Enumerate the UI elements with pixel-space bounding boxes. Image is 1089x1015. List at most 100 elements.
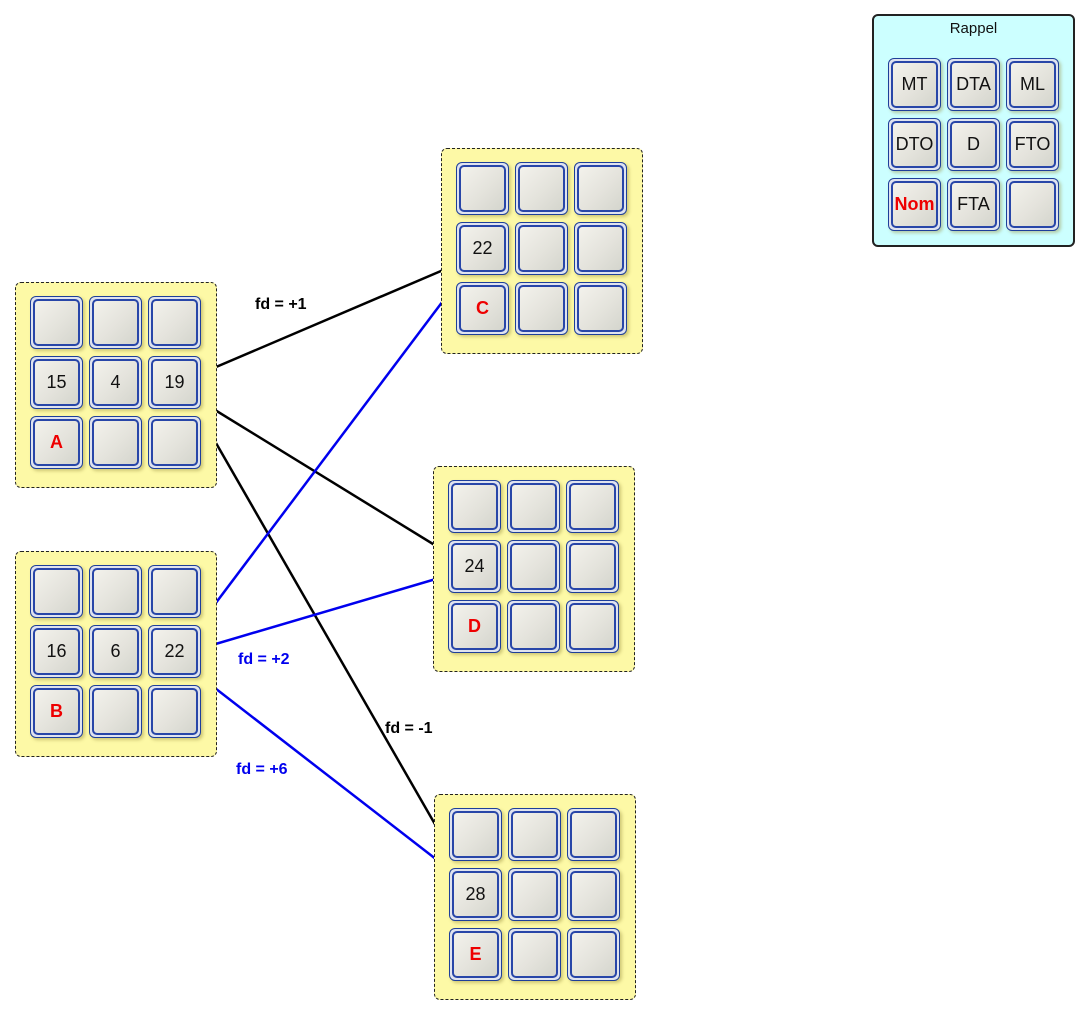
cell-nom[interactable]: E xyxy=(449,928,502,981)
cell-ml[interactable] xyxy=(567,808,620,861)
cell-value: 22 xyxy=(151,628,198,675)
cell-fto[interactable]: 19 xyxy=(148,356,201,409)
link-B-D xyxy=(201,573,447,650)
cell-mt[interactable] xyxy=(456,162,509,215)
cell-d[interactable]: D xyxy=(947,118,1000,171)
cell-nom[interactable]: B xyxy=(30,685,83,738)
cell-value: 19 xyxy=(151,359,198,406)
cell-dto[interactable]: 15 xyxy=(30,356,83,409)
cell-value xyxy=(511,811,558,858)
cell-value xyxy=(459,165,506,212)
cell-fto[interactable] xyxy=(574,222,627,275)
cell-value: DTA xyxy=(950,61,997,108)
cell-dto[interactable]: 24 xyxy=(448,540,501,593)
cell-nom[interactable]: C xyxy=(456,282,509,335)
link-A-D xyxy=(201,400,447,554)
cell-ml[interactable]: ML xyxy=(1006,58,1059,111)
cell-extra[interactable] xyxy=(1006,178,1059,231)
cell-fta[interactable]: FTA xyxy=(947,178,1000,231)
cell-dta[interactable] xyxy=(89,565,142,618)
cell-value: B xyxy=(33,688,80,735)
cell-d[interactable] xyxy=(515,222,568,275)
cell-value xyxy=(570,811,617,858)
cell-ml[interactable] xyxy=(148,565,201,618)
cell-value xyxy=(518,285,565,332)
cell-value: D xyxy=(451,603,498,650)
cell-dto[interactable]: 16 xyxy=(30,625,83,678)
cell-extra[interactable] xyxy=(574,282,627,335)
cell-dta[interactable] xyxy=(507,480,560,533)
cell-fta[interactable] xyxy=(507,600,560,653)
cell-value: D xyxy=(950,121,997,168)
cell-ml[interactable] xyxy=(574,162,627,215)
cell-value xyxy=(577,165,624,212)
cell-nom[interactable]: A xyxy=(30,416,83,469)
cell-value: 24 xyxy=(451,543,498,590)
cell-nom[interactable]: Nom xyxy=(888,178,941,231)
cell-ml[interactable] xyxy=(566,480,619,533)
edge-label-A-E: fd = -1 xyxy=(385,720,433,737)
cell-mt[interactable] xyxy=(449,808,502,861)
cell-value xyxy=(151,568,198,615)
cell-fta[interactable] xyxy=(515,282,568,335)
cell-fta[interactable] xyxy=(508,928,561,981)
cell-d[interactable] xyxy=(508,868,561,921)
cell-dto[interactable]: DTO xyxy=(888,118,941,171)
cell-fto[interactable] xyxy=(567,868,620,921)
cell-mt[interactable] xyxy=(30,296,83,349)
cell-ml[interactable] xyxy=(148,296,201,349)
cell-mt[interactable]: MT xyxy=(888,58,941,111)
cell-value xyxy=(511,931,558,978)
cell-dto[interactable]: 22 xyxy=(456,222,509,275)
cell-value xyxy=(569,543,616,590)
cell-extra[interactable] xyxy=(148,416,201,469)
cell-value xyxy=(570,871,617,918)
cell-value: 6 xyxy=(92,628,139,675)
cell-value xyxy=(510,483,557,530)
cell-value xyxy=(92,688,139,735)
edge-label-B-D: fd = +2 xyxy=(238,651,290,668)
cell-value xyxy=(452,811,499,858)
cell-d[interactable]: 4 xyxy=(89,356,142,409)
cell-fta[interactable] xyxy=(89,416,142,469)
cell-value xyxy=(151,299,198,346)
cell-value: 4 xyxy=(92,359,139,406)
cell-value xyxy=(569,483,616,530)
cell-extra[interactable] xyxy=(566,600,619,653)
cell-d[interactable] xyxy=(507,540,560,593)
cell-dta[interactable] xyxy=(89,296,142,349)
cell-fto[interactable] xyxy=(566,540,619,593)
cell-dta[interactable]: DTA xyxy=(947,58,1000,111)
cell-fto[interactable]: FTO xyxy=(1006,118,1059,171)
cell-mt[interactable] xyxy=(30,565,83,618)
cell-dta[interactable] xyxy=(515,162,568,215)
cell-value xyxy=(569,603,616,650)
legend-title: Rappel xyxy=(949,20,998,37)
cell-fta[interactable] xyxy=(89,685,142,738)
cell-nom[interactable]: D xyxy=(448,600,501,653)
cell-value xyxy=(92,568,139,615)
cell-value: FTO xyxy=(1009,121,1056,168)
cell-value: ML xyxy=(1009,61,1056,108)
cell-value: MT xyxy=(891,61,938,108)
cell-d[interactable]: 6 xyxy=(89,625,142,678)
cell-dto[interactable]: 28 xyxy=(449,868,502,921)
cell-value: 22 xyxy=(459,225,506,272)
cell-value xyxy=(1009,181,1056,228)
cell-value xyxy=(92,299,139,346)
link-B-C xyxy=(196,276,462,629)
cell-value: DTO xyxy=(891,121,938,168)
cell-fto[interactable]: 22 xyxy=(148,625,201,678)
cell-value xyxy=(518,225,565,272)
cell-mt[interactable] xyxy=(448,480,501,533)
cell-dta[interactable] xyxy=(508,808,561,861)
cell-extra[interactable] xyxy=(148,685,201,738)
cell-extra[interactable] xyxy=(567,928,620,981)
cell-value xyxy=(510,543,557,590)
